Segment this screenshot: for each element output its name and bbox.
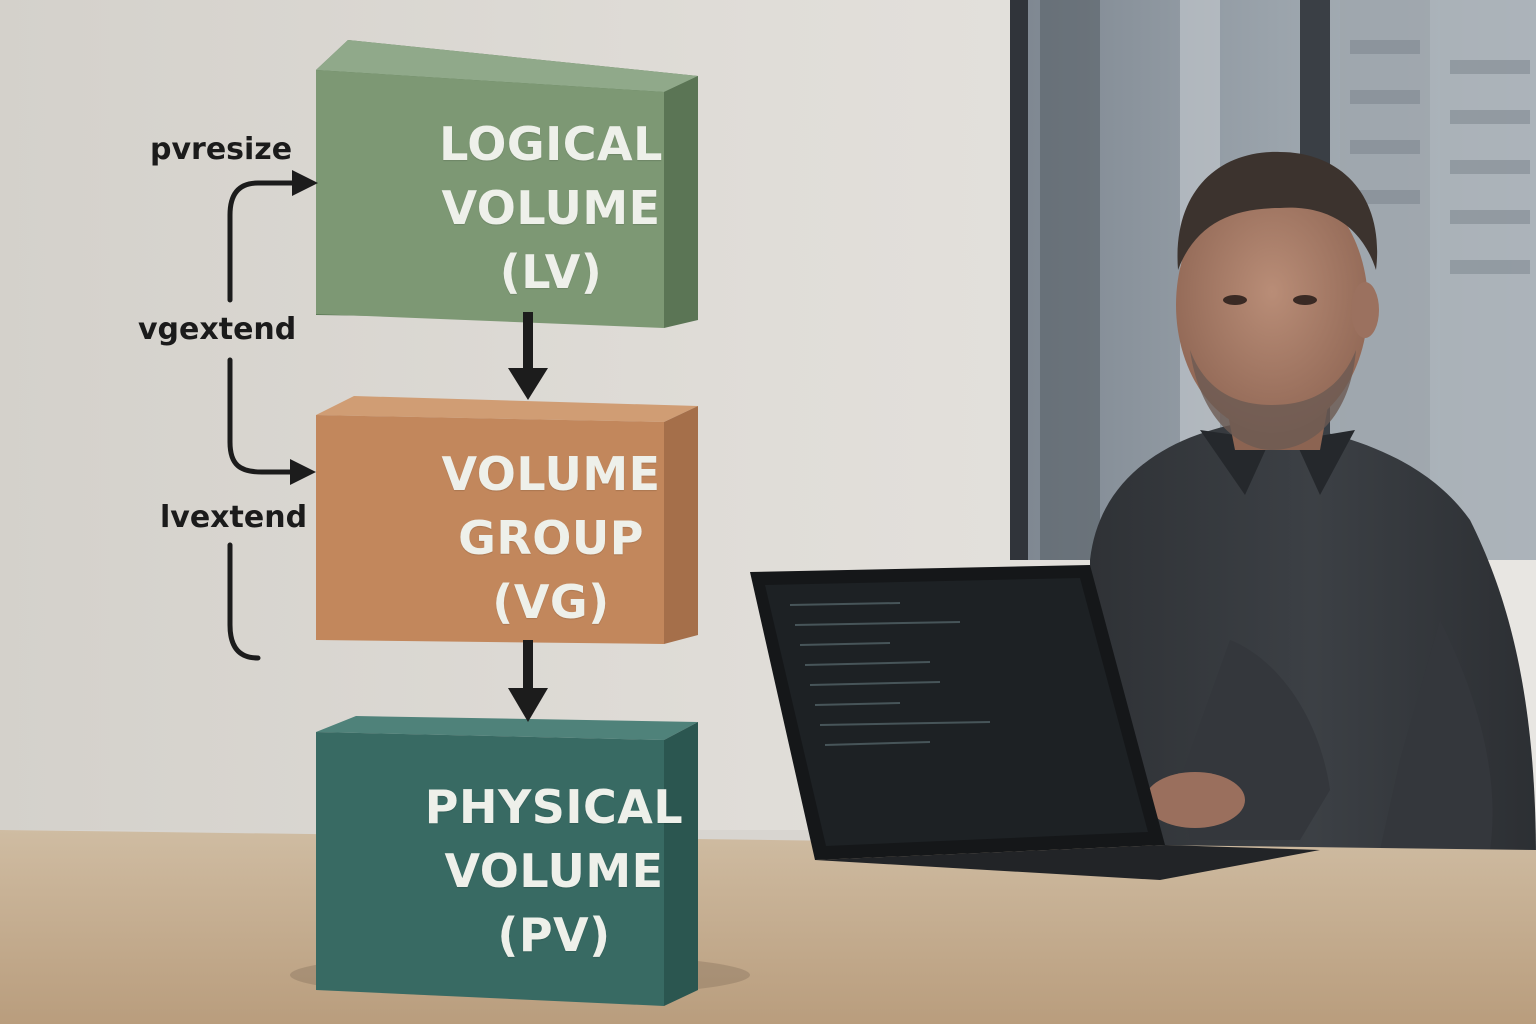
arrow-vg-to-pv bbox=[508, 640, 548, 722]
logical-volume-block bbox=[316, 40, 698, 328]
lv-block-label: LOGICAL VOLUME (LV) bbox=[420, 112, 682, 304]
vg-label-line3: (VG) bbox=[492, 575, 610, 629]
pv-label-line1: PHYSICAL bbox=[424, 780, 684, 834]
pvresize-label: pvresize bbox=[150, 132, 293, 167]
command-bracket bbox=[227, 180, 295, 661]
bracket-arrowhead-top bbox=[292, 170, 318, 196]
vg-label-line2: GROUP bbox=[458, 511, 644, 565]
pv-label-line2: VOLUME bbox=[444, 844, 664, 898]
arrow-lv-to-vg bbox=[508, 312, 548, 400]
person-illustration bbox=[1090, 151, 1536, 860]
volume-group-block bbox=[316, 396, 698, 644]
lv-label-line1: LOGICAL bbox=[439, 117, 663, 171]
vg-block-label: VOLUME GROUP (VG) bbox=[420, 442, 682, 634]
vgextend-label: vgextend bbox=[138, 312, 297, 347]
vg-label-line1: VOLUME bbox=[441, 447, 661, 501]
physical-volume-block bbox=[316, 716, 698, 1006]
pv-block-label: PHYSICAL VOLUME (PV) bbox=[415, 775, 693, 967]
laptop-illustration bbox=[750, 565, 1320, 880]
lv-label-line3: (LV) bbox=[499, 245, 603, 299]
lv-label-line2: VOLUME bbox=[441, 181, 661, 235]
pv-label-line3: (PV) bbox=[497, 908, 611, 962]
bracket-arrowhead-middle bbox=[290, 459, 316, 485]
lvextend-label: lvextend bbox=[160, 500, 308, 535]
desk-surface bbox=[0, 830, 1536, 1024]
